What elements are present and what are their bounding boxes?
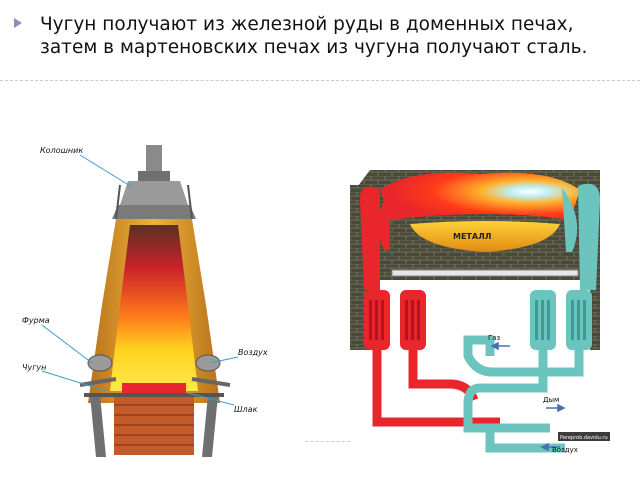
watermark-badge	[558, 432, 610, 441]
label-vozdukh: Воздух	[552, 446, 578, 454]
left-regenerator	[360, 186, 426, 350]
label-metall: МЕТАЛЛ	[453, 232, 491, 241]
label-chugun: Чугун	[22, 363, 46, 372]
support-columns	[84, 393, 224, 457]
tuyere-left	[79, 354, 117, 387]
flame-chamber	[380, 172, 580, 220]
blast-furnace-diagram: Колошник Фурма Чугун Воздух Шлак	[22, 145, 268, 457]
right-regenerator	[530, 183, 600, 350]
bullet-triangle-icon	[14, 18, 22, 28]
label-dym: Дым	[543, 396, 559, 404]
furnace-hearth	[122, 383, 186, 393]
furnace-core	[110, 225, 198, 391]
furnace-top-structure	[112, 145, 196, 220]
metal-bath	[410, 221, 560, 252]
bullet-text: Чугун получают из железной руды в доменн…	[40, 14, 588, 58]
open-hearth-furnace-diagram: МЕТАЛЛ	[350, 170, 610, 454]
divider-top	[0, 80, 640, 81]
watermark-text: Pereprob.davidu.ru	[560, 435, 608, 441]
pipe-network	[372, 335, 584, 453]
label-shlak: Шлак	[234, 405, 258, 414]
label-gaz: Газ	[488, 334, 501, 342]
label-pointers	[41, 154, 239, 406]
divider-bottom	[305, 441, 350, 442]
flow-arrows	[490, 341, 566, 452]
label-furma: Фурма	[22, 316, 50, 325]
furnace-brick-base	[114, 395, 194, 455]
tuyere-right	[191, 354, 231, 387]
label-koloshnik: Колошник	[40, 146, 83, 155]
label-vozdukh: Воздух	[238, 348, 268, 357]
hearth-floor	[391, 269, 579, 277]
